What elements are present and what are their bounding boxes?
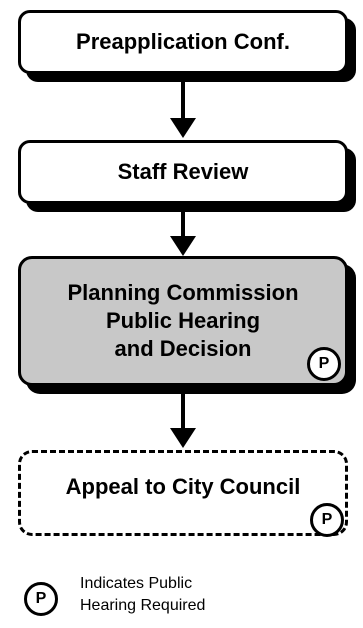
badge-letter: P bbox=[318, 355, 330, 372]
arrow-2-head bbox=[170, 236, 196, 256]
legend-text: Indicates Public Hearing Required bbox=[80, 573, 205, 617]
staff-review-label: Staff Review bbox=[117, 159, 249, 184]
staff-review-step: Staff Review bbox=[18, 140, 348, 204]
public-hearing-badge-appeal: P bbox=[310, 503, 344, 537]
legend-line-2: Hearing Required bbox=[80, 597, 206, 614]
planning-commission-step: Planning Commission Public Hearing and D… bbox=[18, 256, 348, 386]
appeal-step: Appeal to City Council bbox=[18, 450, 348, 536]
public-hearing-badge-planning: P bbox=[307, 347, 341, 381]
appeal-label: Appeal to City Council bbox=[65, 474, 301, 499]
arrow-1-head bbox=[170, 118, 196, 138]
arrow-3-head bbox=[170, 428, 196, 448]
badge-letter: P bbox=[321, 511, 333, 528]
planning-line-1: Planning Commission bbox=[67, 280, 299, 305]
badge-letter: P bbox=[35, 590, 47, 607]
legend-badge: P bbox=[24, 582, 58, 616]
preapplication-step: Preapplication Conf. bbox=[18, 10, 348, 74]
planning-line-3: and Decision bbox=[114, 336, 252, 361]
preapplication-label: Preapplication Conf. bbox=[76, 29, 290, 54]
legend-line-1: Indicates Public bbox=[80, 575, 193, 592]
planning-line-2: Public Hearing bbox=[105, 308, 261, 333]
